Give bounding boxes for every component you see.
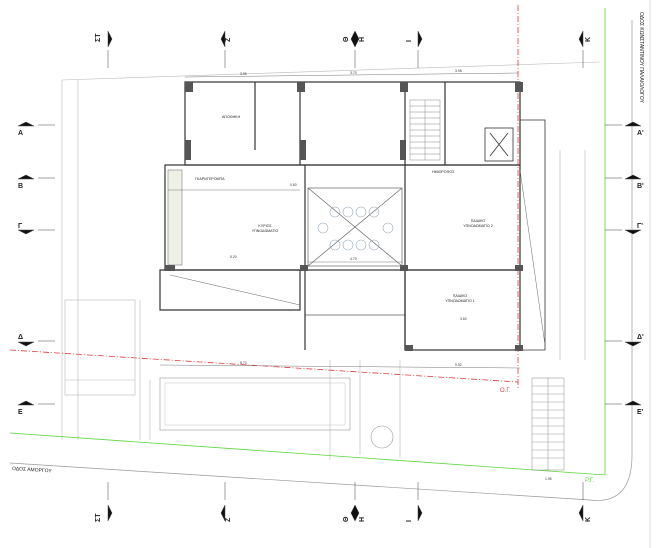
marker-bottom-k: Κ (585, 517, 592, 522)
marker-top-k: Κ (585, 37, 592, 42)
dim-top-2: 3.70 (350, 71, 357, 75)
marker-bottom-st: ΣΤ (95, 513, 102, 522)
dim-lower: 9.92 (455, 363, 462, 367)
room-master-1: ΚΥΡΙΟΣ (258, 224, 272, 228)
dim-top-3: 3.95 (455, 69, 462, 73)
building-line-label: Ο.Γ. (500, 388, 511, 394)
site-lines (61, 61, 601, 460)
marker-top-th: Θ (343, 36, 350, 42)
dimension-lines (159, 72, 521, 369)
dining-chairs (317, 206, 394, 251)
room-master-2: ΥΠΝΟΔΩΜΑΤΙΟ (252, 229, 279, 233)
marker-top-i: Ι (406, 40, 413, 42)
dim-top-1: 3.95 (240, 72, 247, 76)
marker-bottom-z: Ζ (225, 517, 232, 522)
balcony-lines (167, 169, 546, 346)
marker-right-g: Γ' (637, 223, 643, 230)
building-line (9, 5, 519, 388)
marker-top-h: Η (359, 37, 366, 42)
marker-right-b: Β' (637, 183, 644, 190)
marker-bottom-i: Ι (406, 520, 413, 522)
marker-right-a: Α' (637, 130, 644, 137)
street-line (9, 8, 606, 476)
void-cross (307, 187, 403, 267)
dim-void: 4.70 (350, 257, 357, 261)
marker-bottom-th: Θ (343, 516, 350, 522)
dim-kids: 3.60 (460, 317, 467, 321)
dim-corridor: 0.60 (290, 183, 297, 187)
dim-bedroom: 5.20 (230, 255, 237, 259)
wall-hatches (165, 82, 523, 351)
section-markers-horizontal (17, 121, 642, 406)
marker-left-g: Γ (18, 223, 23, 230)
staircase (409, 99, 441, 161)
marker-right-e: Ε' (637, 409, 644, 416)
dim-stair: 1.95 (545, 477, 552, 481)
room-hall: ΗΜΙΟΡΟΦΟΣ (432, 170, 455, 174)
dim-lower-2: 8.70 (240, 361, 247, 365)
street-right: ΟΔΟΣ ΚΩΝΣΤΑΝΤΙΝΟΥ ΠΑΛΑΙΟΛΟΓΟΥ (638, 12, 644, 104)
marker-left-d: Δ (18, 334, 23, 341)
room-kids2-2: ΥΠΝΟΔΩΜΑΤΙΟ 2 (463, 224, 493, 228)
marker-top-z: Ζ (225, 37, 232, 42)
room-kids1-2: ΥΠΝΟΔΩΜΑΤΙΟ 1 (445, 299, 475, 303)
marker-right-d: Δ' (637, 334, 644, 341)
outdoor-stair (531, 377, 565, 471)
building-walls (159, 81, 546, 351)
marker-left-e: Ε (18, 409, 23, 416)
street-edge (9, 20, 633, 501)
room-kids2-1: ΠΑΙΔΙΚΟ (471, 219, 486, 223)
marker-bottom-h: Η (359, 517, 366, 522)
section-markers-vertical (107, 30, 584, 522)
elevator (484, 127, 514, 162)
room-kids1-1: ΠΑΙΔΙΚΟ (453, 294, 468, 298)
room-storage: ΑΠΟΘΗΚΗ (222, 115, 241, 119)
marker-left-b: Β (18, 183, 23, 190)
street-line-label: Ρ.Γ. (585, 478, 595, 484)
marker-top-st: ΣΤ (95, 33, 102, 42)
marker-left-a: Α (18, 130, 23, 137)
room-wardrobe: ΓΚΑΡΝΤΕΡΟΜΠΑ (195, 177, 225, 181)
tree-circle (370, 425, 394, 449)
street-bottom: ΟΔΟΣ ΑΜΟΡΓΟΥ (12, 466, 53, 474)
